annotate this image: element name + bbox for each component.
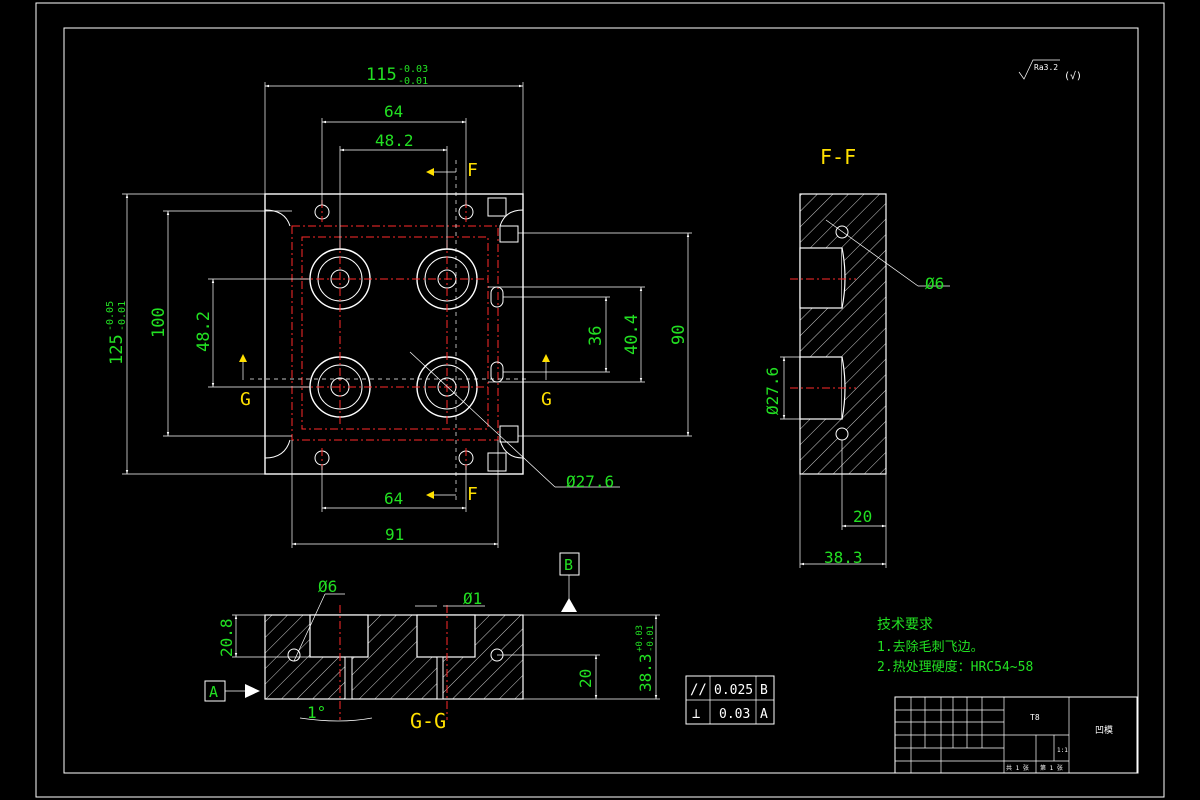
section-gg-dim-20-8: 20.8 xyxy=(217,618,236,657)
section-gg-tol-upper: +0.03 xyxy=(635,625,645,652)
dim-48-2-top-label: 48.2 xyxy=(375,131,414,150)
section-f-bottom-label: F xyxy=(467,484,478,505)
datum-b-label: B xyxy=(564,556,573,574)
section-ff-dim-20: 20 xyxy=(853,507,872,526)
dim-125-upper-tol: -0.05 xyxy=(105,301,116,331)
tol-frame-1-datum: B xyxy=(760,683,768,698)
datum-a-label: A xyxy=(209,683,218,701)
section-gg-title: G-G xyxy=(410,709,446,733)
tol-frame-2-symbol: ⊥ xyxy=(692,706,700,722)
title-block-material: T8 xyxy=(1030,713,1040,722)
dim-40-4-label: 40.4 xyxy=(622,314,642,355)
section-ff-dim-38-3: 38.3 xyxy=(824,548,863,567)
section-ff-dia-27-6: Ø27.6 xyxy=(763,367,782,415)
roughness-icon xyxy=(1018,59,1060,80)
tech-req-item-1: 1.去除毛刺飞边。 xyxy=(877,640,984,655)
section-ff-view xyxy=(780,193,950,568)
section-gg-angle: 1° xyxy=(307,703,326,722)
title-block-part-name: 凹模 xyxy=(1095,725,1113,736)
dim-115-upper-tol: -0.03 xyxy=(398,64,428,75)
dim-125-lower-tol: -0.01 xyxy=(117,301,128,331)
section-gg-dia-1: Ø1 xyxy=(463,589,482,608)
dim-115-lower-tol: -0.01 xyxy=(398,76,428,87)
dim-64-top-label: 64 xyxy=(384,102,403,121)
title-block-sheet-no: 第 1 张 xyxy=(1040,764,1063,772)
tech-req-heading: 技术要求 xyxy=(877,617,933,633)
outer-frame xyxy=(35,2,1165,798)
dim-115-label: 115 xyxy=(366,65,397,85)
section-ff-title: F-F xyxy=(820,145,856,169)
section-gg-dim-20: 20 xyxy=(576,669,595,688)
roughness-suffix: (√) xyxy=(1064,70,1082,82)
dia-27-6-label: Ø27.6 xyxy=(566,472,614,491)
tol-frame-1-symbol: // xyxy=(690,682,707,698)
tolerance-frames xyxy=(685,675,775,725)
tol-frame-2-datum: A xyxy=(760,707,768,722)
inner-frame xyxy=(63,27,1139,774)
tech-req-item-2: 2.热处理硬度：HRC54~58 xyxy=(877,659,1033,675)
title-block-scale: 1:1 xyxy=(1057,747,1068,754)
section-ff-dia-6: Ø6 xyxy=(925,274,944,293)
section-gg-dia-6: Ø6 xyxy=(318,577,337,596)
dim-36-label: 36 xyxy=(586,326,606,346)
roughness-value: Ra3.2 xyxy=(1034,63,1058,72)
tol-frame-1-value: 0.025 xyxy=(714,683,753,698)
dim-100-label: 100 xyxy=(149,307,169,338)
section-gg-tol-lower: -0.01 xyxy=(646,625,656,652)
section-f-top-label: F xyxy=(467,160,478,181)
dim-48-2-left-label: 48.2 xyxy=(194,311,214,352)
dim-64-bottom-label: 64 xyxy=(384,489,403,508)
title-block-sheet: 共 1 张 xyxy=(1006,764,1029,772)
section-g-right-label: G xyxy=(541,389,552,410)
section-g-left-label: G xyxy=(240,389,251,410)
section-gg-dim-38-3: 38.3 xyxy=(636,653,655,692)
tol-frame-2-value: 0.03 xyxy=(719,707,750,722)
top-view xyxy=(122,82,692,548)
section-gg-view xyxy=(204,552,660,722)
dim-91-label: 91 xyxy=(385,525,404,544)
title-block xyxy=(894,696,1138,774)
dim-90-label: 90 xyxy=(669,325,689,345)
dim-125-label: 125 xyxy=(107,334,127,365)
